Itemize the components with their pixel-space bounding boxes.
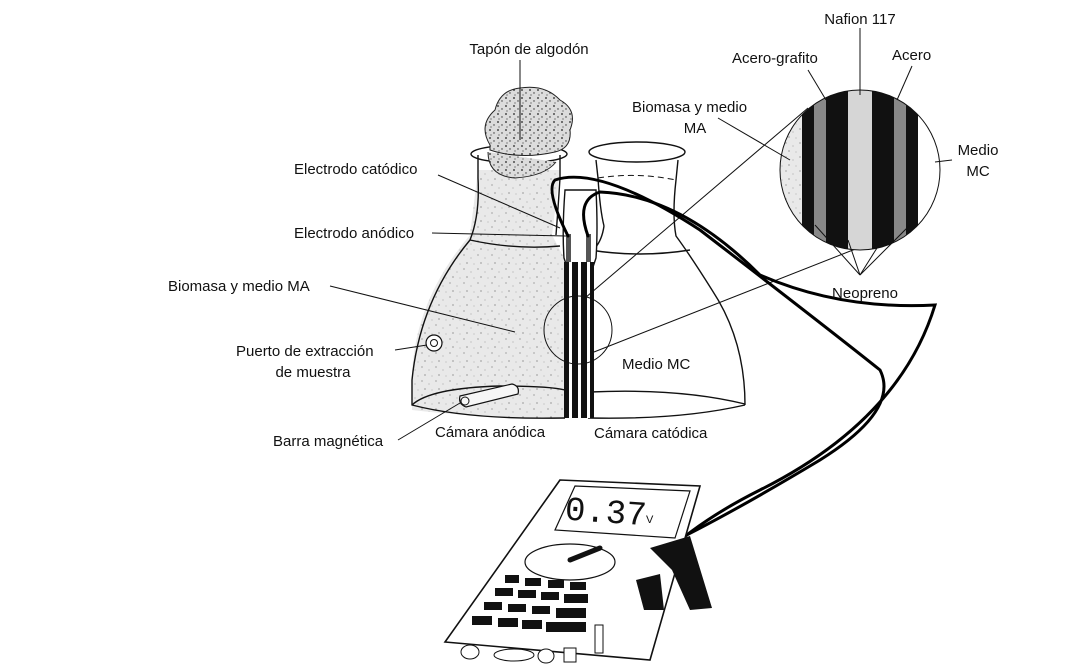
- label-acero: Acero: [892, 47, 931, 64]
- magnify-marker: [543, 295, 613, 365]
- multimeter[interactable]: 0.37 V: [443, 479, 712, 664]
- anodic-flask: [411, 144, 568, 419]
- label-cathodic-electrode: Electrodo catódico: [294, 161, 417, 178]
- label-cathodic-chamber: Cámara catódica: [594, 425, 708, 442]
- magnetic-bar: [459, 383, 519, 408]
- label-zoom-biomass-1: Biomasa y medio: [632, 99, 747, 116]
- zoom-detail: [780, 90, 940, 250]
- cotton-plug: [484, 86, 573, 179]
- label-anodic-chamber: Cámara anódica: [435, 424, 546, 441]
- label-anodic-electrode: Electrodo anódico: [294, 225, 414, 242]
- label-magnetic-bar: Barra magnética: [273, 433, 384, 450]
- label-zoom-biomass-2: MA: [684, 120, 707, 137]
- label-acero-grafito: Acero-grafito: [732, 50, 818, 67]
- leader-lines: [329, 28, 953, 441]
- wires: [550, 175, 938, 558]
- label-sample-port-2: de muestra: [275, 364, 351, 381]
- label-medio-mc: Medio MC: [622, 356, 691, 373]
- label-sample-port-1: Puerto de extracción: [236, 343, 374, 360]
- label-nafion: Nafion 117: [824, 11, 895, 28]
- multimeter-reading: 0.37: [564, 493, 648, 537]
- electrode-assembly: [562, 189, 598, 418]
- label-cotton-plug: Tapón de algodón: [469, 41, 588, 58]
- multimeter-unit: V: [646, 514, 654, 526]
- label-zoom-medio-2: MC: [966, 163, 989, 180]
- label-biomass-ma: Biomasa y medio MA: [168, 278, 310, 295]
- label-zoom-medio-1: Medio: [958, 142, 999, 159]
- multimeter-keypad[interactable]: [472, 575, 588, 632]
- label-neopreno: Neopreno: [832, 285, 898, 302]
- sample-port: [425, 334, 443, 352]
